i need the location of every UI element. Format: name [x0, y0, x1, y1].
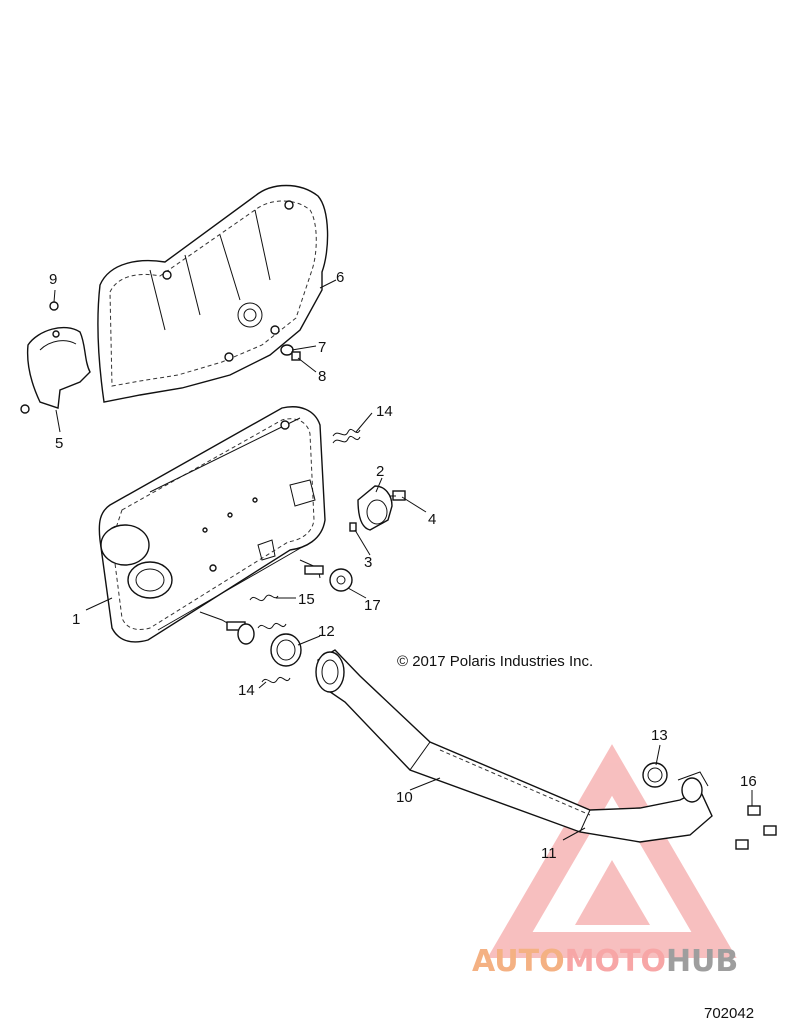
pin-3	[349, 522, 357, 532]
spring-15	[249, 594, 279, 602]
bolt-4	[390, 490, 406, 501]
gasket-12	[270, 633, 302, 667]
mount-stud	[226, 565, 324, 645]
bolt-16-a	[747, 805, 761, 816]
watermark-brand-text: AUTOMOTOHUB	[472, 944, 738, 979]
leader-lines	[53, 279, 753, 841]
watermark-triangle-logo	[487, 744, 737, 958]
nut-8	[291, 351, 301, 361]
brand-moto: MOTO	[564, 944, 666, 979]
head-pipe	[315, 649, 713, 843]
callout-3: 3	[364, 554, 372, 571]
end-cap	[357, 485, 393, 531]
callout-8: 8	[318, 368, 326, 385]
grommet-17	[329, 568, 353, 592]
bolt-16-c	[735, 839, 749, 850]
heat-shield-small	[20, 326, 91, 414]
muffler	[98, 406, 326, 643]
callout-14-lower: 14	[238, 682, 255, 699]
callout-15: 15	[298, 591, 315, 608]
callout-14-upper: 14	[376, 403, 393, 420]
nut-9	[49, 301, 59, 311]
callout-16: 16	[740, 773, 757, 790]
spring-lower-14	[257, 622, 291, 684]
callout-10: 10	[396, 789, 413, 806]
brand-hub: HUB	[665, 944, 739, 979]
callout-6: 6	[336, 269, 344, 286]
drawing-number: 702042	[704, 1005, 755, 1022]
callout-17: 17	[364, 597, 381, 614]
callout-13: 13	[651, 727, 668, 744]
callout-9: 9	[49, 271, 57, 288]
callout-1: 1	[72, 611, 80, 628]
callout-5: 5	[55, 435, 63, 452]
callout-12: 12	[318, 623, 335, 640]
washer-7	[280, 344, 294, 356]
callout-4: 4	[428, 511, 436, 528]
bolt-16-b	[763, 825, 777, 836]
gasket-13	[642, 762, 668, 788]
heat-shield-main	[97, 184, 329, 403]
brand-auto: AUTO	[472, 944, 565, 979]
callout-7: 7	[318, 339, 326, 356]
copyright-notice: © 2017 Polaris Industries Inc.	[397, 653, 594, 670]
callout-2: 2	[376, 463, 384, 480]
spring-upper	[332, 428, 361, 444]
callout-11: 11	[541, 845, 557, 862]
